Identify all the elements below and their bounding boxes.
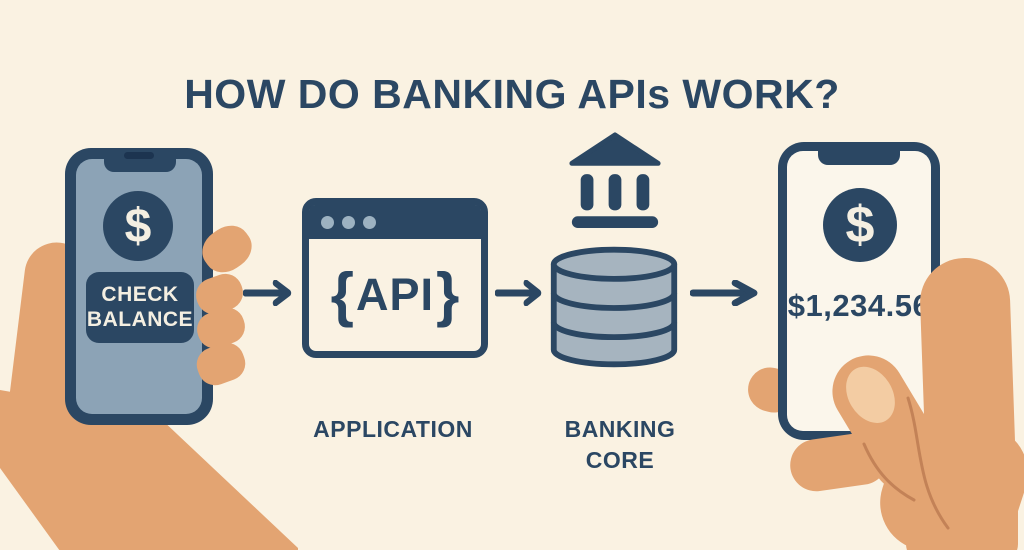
phone-notch	[818, 148, 900, 165]
page-title: HOW DO BANKING APIs WORK?	[184, 71, 840, 118]
hand-crease-lines	[862, 396, 950, 530]
phone-speaker	[124, 152, 154, 159]
banking-core-line1: BANKING	[564, 416, 676, 442]
balance-amount: $1,234.56	[787, 288, 931, 323]
application-label: APPLICATION	[313, 416, 473, 442]
check-balance-line1: CHECK	[101, 283, 179, 307]
window-dot-icon	[363, 215, 376, 229]
window-dot-icon	[342, 215, 355, 229]
banking-core-label: BANKING CORE	[540, 414, 700, 476]
browser-titlebar	[309, 205, 481, 239]
dollar-symbol: $	[845, 196, 875, 254]
phone-notch	[104, 156, 176, 172]
database-icon	[550, 246, 678, 368]
api-label: API	[355, 269, 434, 320]
flow-arrow-icon	[243, 280, 292, 306]
dollar-icon: $	[103, 191, 173, 261]
flow-arrow-icon	[495, 280, 542, 306]
check-balance-button: CHECK BALANCE	[86, 272, 194, 343]
dollar-symbol: $	[124, 199, 152, 253]
request-phone: $ CHECK BALANCE	[65, 148, 213, 425]
api-brace-open: {	[330, 261, 354, 328]
api-code-text: { API }	[309, 239, 481, 351]
banking-core-line2: CORE	[585, 447, 655, 474]
flow-arrow-icon	[690, 280, 758, 306]
api-brace-close: }	[436, 261, 460, 328]
check-balance-line2: BALANCE	[86, 307, 194, 331]
browser-window: { API }	[302, 198, 488, 358]
window-dot-icon	[321, 215, 334, 229]
bank-icon	[569, 132, 661, 229]
dollar-icon: $	[823, 188, 897, 262]
